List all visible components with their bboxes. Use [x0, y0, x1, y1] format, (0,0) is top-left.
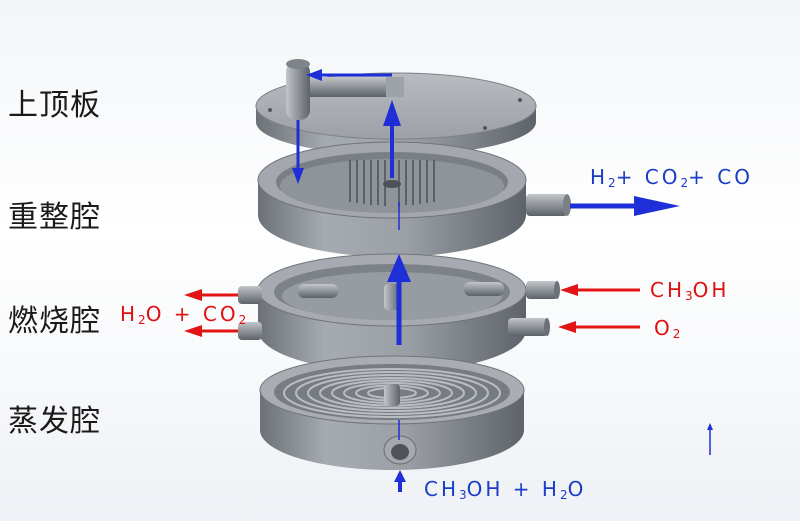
reforming-chamber: [257, 141, 571, 257]
blue-flow-arrows: [292, 69, 713, 492]
top-plate: [255, 59, 537, 155]
evaporation-chamber: [259, 355, 525, 470]
label-reforming-chamber: 重整腔: [8, 200, 101, 235]
label-combustion-chamber: 燃烧腔: [8, 304, 101, 339]
flow-label-oxygen-in: O2: [654, 316, 681, 341]
label-evaporation-chamber: 蒸发腔: [8, 404, 101, 439]
flow-label-methanol-in: CH3OH: [650, 278, 730, 303]
flow-label-reformer-out: H2+ CO2+ CO: [590, 165, 753, 190]
flow-label-feed-in: CH3OH + H2O: [424, 477, 587, 502]
label-top-plate: 上顶板: [8, 88, 101, 123]
flow-label-combustion-out: H2O + CO2: [120, 302, 247, 327]
red-flow-arrows: [184, 284, 640, 337]
combustion-chamber: [238, 253, 560, 372]
